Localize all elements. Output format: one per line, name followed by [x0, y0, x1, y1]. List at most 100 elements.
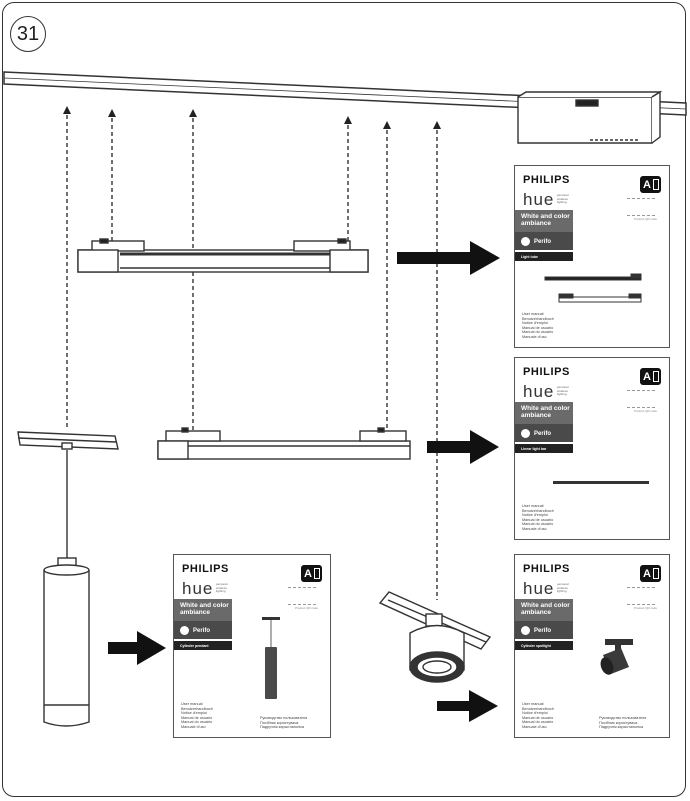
language-item: Benutzerhandbuch — [181, 706, 213, 711]
qr-caption: Product QR code — [633, 409, 657, 413]
alignment-guide-arrows — [66, 115, 438, 600]
hue-tagline: personal wireless lighting — [557, 385, 569, 396]
qr-caption: Product QR code — [633, 217, 657, 221]
language-item: Notice d'emploi — [522, 513, 548, 518]
language-item: Manuale d'uso — [522, 526, 547, 531]
qr-code-placeholder — [627, 198, 655, 216]
product-line-label: Perifo — [534, 239, 552, 246]
language-list: User manual Benutzerhandbuch Notice d'em… — [181, 702, 213, 730]
hue-tagline: personal wireless lighting — [557, 193, 569, 204]
hue-logo: hue — [523, 579, 555, 598]
hue-tagline: personal wireless lighting — [557, 582, 569, 593]
language-item: Manual de usuario — [522, 325, 554, 330]
energy-class: A — [643, 567, 651, 580]
product-line-label: Perifo — [534, 628, 552, 635]
energy-label-badge: A — [301, 565, 322, 582]
product-line-band: Perifo — [515, 424, 573, 442]
track-power-supply-icon — [517, 90, 663, 144]
brand-logo: PHILIPS — [182, 563, 229, 575]
language-item: Benutzerhandbuch — [522, 316, 554, 321]
hue-logo: hue — [523, 382, 555, 401]
product-line-icon — [521, 429, 530, 438]
cylinder-spotlight-fixture — [378, 591, 492, 683]
energy-label-badge: A — [640, 565, 661, 582]
language-list-right: Руководство пользователя Посібник корист… — [599, 716, 646, 730]
user-manual-light-tube: PHILIPS hue personal wireless lighting A… — [514, 165, 670, 348]
language-item: User manual — [522, 702, 544, 706]
language-item: Manual do usuário — [522, 330, 554, 335]
qr-caption: Product QR code — [633, 606, 657, 610]
energy-class: A — [643, 178, 651, 191]
language-item: Manuale d'uso — [181, 724, 206, 729]
language-list: User manual Benutzerhandbuch Notice d'em… — [522, 312, 554, 340]
language-item: Посібник користувача — [260, 720, 299, 725]
step-number-badge: 31 — [10, 16, 46, 52]
language-item: Benutzerhandbuch — [522, 508, 554, 513]
language-item: Посібник користувача — [599, 720, 638, 725]
hue-logo: hue — [523, 190, 555, 209]
qr-code-placeholder — [288, 587, 316, 605]
language-item: Manual de usuario — [522, 715, 554, 720]
product-name-band: Linear light bar — [515, 444, 573, 453]
language-item: Падручнік карыстальніка — [260, 725, 305, 730]
linear-light-bar-fixture — [157, 427, 411, 460]
language-item: Notice d'emploi — [522, 321, 548, 326]
brand-logo: PHILIPS — [523, 563, 570, 575]
arrow-right-icon — [108, 241, 500, 722]
product-range-band: White and color ambiance — [515, 402, 573, 424]
product-name-band: Cylinder pendant — [174, 641, 232, 650]
cylinder-pendant-fixture — [17, 431, 119, 727]
language-item: Manuale d'uso — [522, 334, 547, 339]
language-item: Manual de usuario — [522, 517, 554, 522]
energy-class: A — [304, 567, 312, 580]
guide-arrowheads — [63, 106, 441, 129]
energy-label-badge: A — [640, 368, 661, 385]
language-item: User manual — [522, 504, 544, 508]
qr-code-placeholder — [627, 390, 655, 408]
step-number: 31 — [16, 22, 40, 45]
cylinder-spotlight-thumbnail-icon — [600, 639, 633, 675]
language-list: User manual Benutzerhandbuch Notice d'em… — [522, 504, 554, 532]
language-item: Руководство пользователя — [260, 716, 308, 720]
qr-code-placeholder — [627, 587, 655, 605]
language-item: Manuale d'uso — [522, 724, 547, 729]
user-manual-linear-light-bar: PHILIPS hue personal wireless lighting A… — [514, 357, 670, 540]
language-item: Manual de usuario — [181, 715, 213, 720]
light-tube-thumbnail-icon — [544, 273, 642, 303]
product-name-band: Light tube — [515, 252, 573, 261]
linear-light-bar-thumbnail-icon — [553, 481, 649, 484]
brand-logo: PHILIPS — [523, 366, 570, 378]
language-item: Падручнік карыстальніка — [599, 725, 644, 730]
language-item: Manual do usuário — [181, 720, 213, 725]
light-tube-fixture — [77, 238, 369, 273]
product-line-icon — [521, 626, 530, 635]
product-line-band: Perifo — [515, 621, 573, 639]
energy-class: A — [643, 370, 651, 383]
language-item: Manual do usuário — [522, 720, 554, 725]
language-item: Руководство пользователя — [599, 716, 647, 720]
qr-caption: Product QR code — [294, 606, 318, 610]
user-manual-cylinder-pendant: PHILIPS hue personal wireless lighting A… — [173, 554, 331, 738]
product-range-band: White and color ambiance — [174, 599, 232, 621]
product-line-label: Perifo — [193, 628, 211, 635]
user-manual-cylinder-spotlight: PHILIPS hue personal wireless lighting A… — [514, 554, 670, 738]
product-name-band: Cylinder spotlight — [515, 641, 573, 650]
product-line-label: Perifo — [534, 431, 552, 438]
language-list-right: Руководство пользователя Посібник корист… — [260, 716, 307, 730]
language-item: Manual do usuário — [522, 522, 554, 527]
language-item: Benutzerhandbuch — [522, 706, 554, 711]
product-line-band: Perifo — [174, 621, 232, 639]
product-line-icon — [180, 626, 189, 635]
hue-tagline: personal wireless lighting — [216, 582, 228, 593]
product-range-band: White and color ambiance — [515, 599, 573, 621]
product-range-band: White and color ambiance — [515, 210, 573, 232]
product-line-band: Perifo — [515, 232, 573, 250]
hue-logo: hue — [182, 579, 214, 598]
language-item: User manual — [522, 312, 544, 316]
cylinder-pendant-thumbnail-icon — [262, 617, 280, 699]
language-item: Notice d'emploi — [522, 711, 548, 716]
language-item: Notice d'emploi — [181, 711, 207, 716]
language-item: User manual — [181, 702, 203, 706]
